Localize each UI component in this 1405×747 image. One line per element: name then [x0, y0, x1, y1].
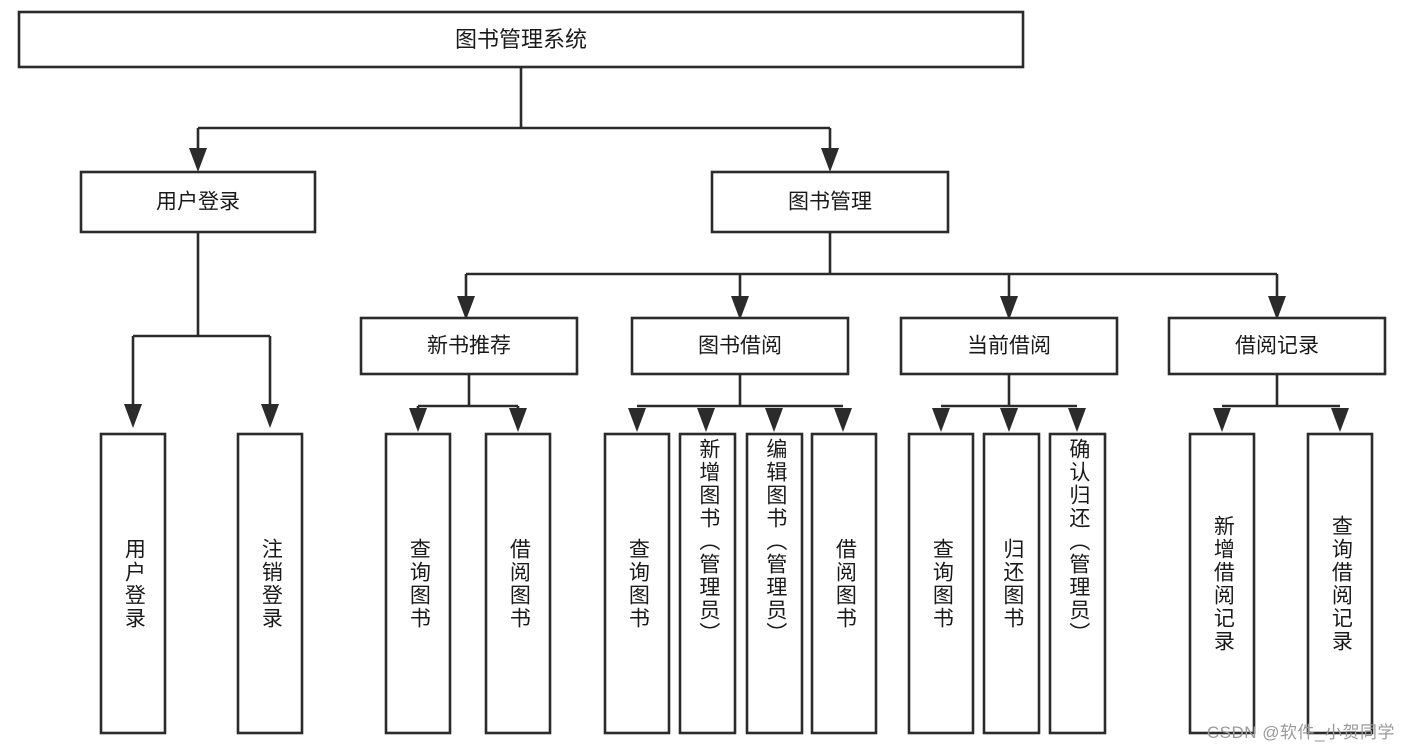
node-leaf-borrow-book-1-box[interactable] — [484, 432, 552, 735]
node-user-login-label: 用户登录 — [156, 191, 240, 214]
node-book-borrow-box[interactable] — [630, 316, 850, 376]
node-book-manage-label: 图书管理 — [788, 191, 872, 214]
arrow-to-leaf-query-record — [1331, 408, 1349, 432]
arrow-to-leaf-user-login — [124, 404, 142, 428]
arrow-to-leaf-logout-login — [261, 404, 279, 428]
node-current-borrow-label: 当前借阅 — [967, 335, 1051, 358]
watermark-text: CSDN @软件_小贺同学 — [1206, 723, 1395, 742]
arrow-to-leaf-return-book — [1000, 408, 1018, 432]
arrow-to-borrow-record — [1268, 296, 1286, 320]
node-leaf-add-book-box[interactable] — [678, 432, 737, 735]
arrow-to-leaf-borrow-book-2 — [834, 408, 852, 432]
node-layer: 图书管理系统 用户登录 图书管理 新书推荐 图书借阅 当前借阅 借阅记录 — [17, 10, 1387, 735]
node-leaf-query-book-3-box[interactable] — [907, 432, 975, 735]
node-leaf-logout-login-box[interactable] — [236, 432, 304, 735]
arrow-to-leaf-add-record — [1213, 408, 1231, 432]
arrow-to-new-book-recommend — [457, 296, 475, 320]
node-leaf-query-book-1-box[interactable] — [384, 432, 452, 735]
node-leaf-edit-book-box[interactable] — [745, 432, 804, 735]
arrow-to-leaf-query-book-2 — [628, 408, 646, 432]
node-book-borrow-label: 图书借阅 — [698, 335, 782, 358]
arrow-to-leaf-query-book-3 — [932, 408, 950, 432]
node-leaf-confirm-return-box[interactable] — [1048, 432, 1107, 735]
arrow-to-leaf-borrow-book-1 — [509, 408, 527, 432]
node-root-box[interactable] — [17, 10, 1025, 69]
node-leaf-query-book-2-box[interactable] — [603, 432, 671, 735]
node-leaf-user-login-box[interactable] — [99, 432, 167, 735]
node-borrow-record-box[interactable] — [1167, 316, 1387, 376]
node-new-book-recommend-box[interactable] — [359, 316, 579, 376]
node-root-label: 图书管理系统 — [455, 27, 587, 52]
arrow-to-leaf-query-book-1 — [409, 408, 427, 432]
arrow-root-to-book-manage — [821, 148, 839, 172]
node-leaf-borrow-book-2-box[interactable] — [810, 432, 878, 735]
arrow-to-book-borrow — [731, 296, 749, 320]
node-borrow-record-label: 借阅记录 — [1235, 335, 1319, 358]
arrow-to-leaf-add-book — [697, 408, 715, 432]
connector-layer — [124, 67, 1349, 432]
node-current-borrow-box[interactable] — [899, 316, 1119, 376]
node-leaf-return-book-box[interactable] — [982, 432, 1041, 735]
arrow-to-leaf-confirm-return — [1068, 408, 1086, 432]
node-user-login-box[interactable] — [79, 170, 317, 234]
node-new-book-recommend-label: 新书推荐 — [427, 335, 511, 358]
node-leaf-query-record-box[interactable] — [1306, 432, 1374, 735]
node-book-manage-box[interactable] — [710, 170, 950, 234]
arrow-to-current-borrow — [1000, 296, 1018, 320]
node-leaf-add-record-box[interactable] — [1188, 432, 1256, 735]
arrow-root-to-user-login — [189, 148, 207, 172]
arrow-to-leaf-edit-book — [765, 408, 783, 432]
